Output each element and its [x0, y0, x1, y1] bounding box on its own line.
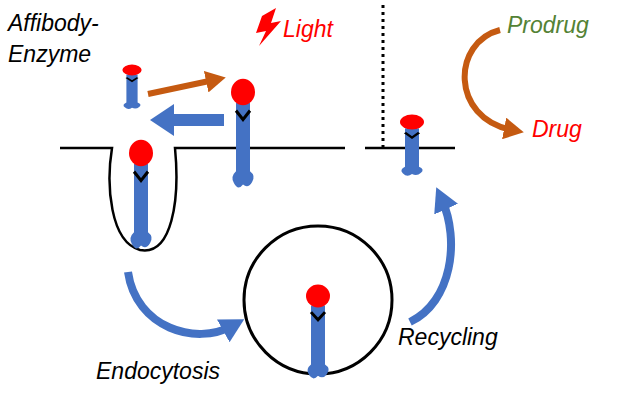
receptor-complex: [129, 140, 153, 249]
receptor-complex: [400, 115, 424, 176]
endocytosis-arrow: [128, 272, 232, 334]
free-affibody-enzyme: [122, 65, 141, 109]
lightning-symbol: [256, 8, 281, 46]
binding-arrow: [148, 80, 214, 94]
conversion-arrow: [465, 30, 512, 130]
light-label: Light: [283, 14, 333, 45]
process-label: Recycling: [398, 322, 498, 353]
component-label: Affibody-Enzyme: [8, 8, 126, 70]
recycling-arrow: [410, 200, 451, 322]
receptor-complex: [231, 79, 255, 188]
process-label: Endocytosis: [96, 356, 220, 387]
prodrug-label: Prodrug: [507, 10, 589, 41]
cell-membrane: [60, 148, 345, 250]
drug-label: Drug: [532, 114, 582, 145]
receptor-complex: [306, 285, 330, 379]
internalization-arrow: [150, 104, 224, 136]
divider: [382, 5, 385, 150]
